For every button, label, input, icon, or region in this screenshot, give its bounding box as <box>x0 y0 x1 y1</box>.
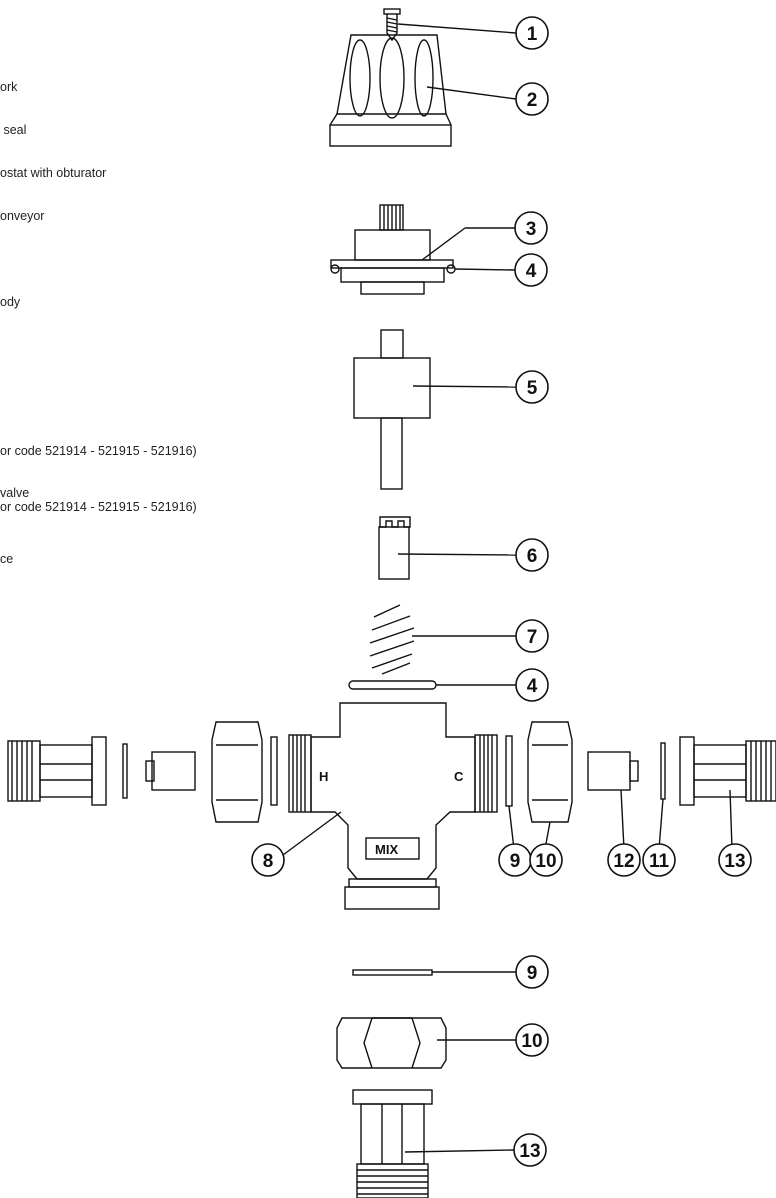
callout-3: 3 <box>514 211 548 245</box>
callout-number: 10 <box>535 851 556 872</box>
legend-line-5: onveyor <box>0 209 45 223</box>
callout-9: 9 <box>515 955 549 989</box>
leader-2 <box>426 86 517 100</box>
part-thread-left <box>288 734 312 813</box>
leader-13a <box>729 789 733 850</box>
callout-number: 3 <box>526 219 537 240</box>
leader-9a <box>508 805 515 850</box>
part-knob <box>329 34 452 147</box>
part-tail-right <box>679 736 776 806</box>
callout-13: 13 <box>513 1133 547 1167</box>
part-tail-lower <box>352 1089 433 1198</box>
legend-line-7: ody <box>0 295 21 309</box>
cold-mark: C <box>454 769 464 784</box>
callout-10: 10 <box>515 1023 549 1057</box>
callout-4: 4 <box>515 668 549 702</box>
leader-3a <box>421 227 466 261</box>
legend-line-11b: or code 521914 - 521915 - 521916) <box>0 500 197 514</box>
callout-number: 6 <box>527 546 538 567</box>
mix-mark: MIX <box>375 842 398 857</box>
legend-line-12: ce <box>0 552 14 566</box>
callout-number: 7 <box>527 627 538 648</box>
leader-11 <box>658 798 664 850</box>
part-thread-right <box>474 734 498 813</box>
part-tail-left <box>7 736 107 806</box>
callout-number: 8 <box>263 851 274 872</box>
legend-line-10: or code 521914 - 521915 - 521916) <box>0 444 197 458</box>
part-valve-body <box>310 702 476 910</box>
leader-13b <box>404 1149 515 1153</box>
legend-line-2: ork <box>0 80 18 94</box>
callout-number: 4 <box>527 676 538 697</box>
callout-number: 10 <box>521 1031 542 1052</box>
callout-number: 12 <box>613 851 634 872</box>
callout-11: 11 <box>642 843 676 877</box>
callout-number: 13 <box>519 1141 540 1162</box>
part-thermostat-head <box>330 204 456 295</box>
callout-number: 1 <box>527 24 538 45</box>
part-nut-left <box>211 721 263 823</box>
callout-2: 2 <box>515 82 549 116</box>
part-nut-right <box>527 721 573 823</box>
part-thermostat-element <box>353 329 431 490</box>
legend-line-11a: valve <box>0 486 30 500</box>
callout-number: 4 <box>526 261 537 282</box>
part-washer-right <box>505 735 513 807</box>
callout-7: 7 <box>515 619 549 653</box>
callout-9: 9 <box>498 843 532 877</box>
callout-4: 4 <box>514 253 548 287</box>
leader-8 <box>282 811 342 856</box>
callout-12: 12 <box>607 843 641 877</box>
part-seal-left <box>122 743 128 799</box>
hot-mark: H <box>319 769 328 784</box>
part-conveyor <box>378 516 411 580</box>
part-nonreturn-left <box>145 751 196 791</box>
part-spring <box>369 604 415 675</box>
leader-5 <box>412 385 517 388</box>
leader-6 <box>397 553 517 556</box>
part-nonreturn-right <box>587 751 639 791</box>
callout-number: 13 <box>724 851 745 872</box>
leader-1 <box>397 23 517 34</box>
callout-6: 6 <box>515 538 549 572</box>
callout-number: 9 <box>510 851 521 872</box>
legend-line-3: seal <box>0 123 27 137</box>
part-nut-lower <box>336 1017 447 1069</box>
callout-1: 1 <box>515 16 549 50</box>
callout-5: 5 <box>515 370 549 404</box>
leader-4a <box>454 268 516 271</box>
part-seal-lower <box>348 680 437 690</box>
part-washer-left <box>270 736 278 806</box>
callout-8: 8 <box>251 843 285 877</box>
callout-number: 11 <box>649 851 670 872</box>
legend-line-4: ostat with obturator <box>0 166 107 180</box>
part-seal-right <box>660 742 666 800</box>
callout-number: 9 <box>527 963 538 984</box>
part-gasket-lower <box>352 969 433 976</box>
part-screw <box>383 8 401 42</box>
callout-10: 10 <box>529 843 563 877</box>
callout-number: 5 <box>527 378 538 399</box>
callout-number: 2 <box>527 90 538 111</box>
leader-12 <box>620 789 625 850</box>
callout-13: 13 <box>718 843 752 877</box>
